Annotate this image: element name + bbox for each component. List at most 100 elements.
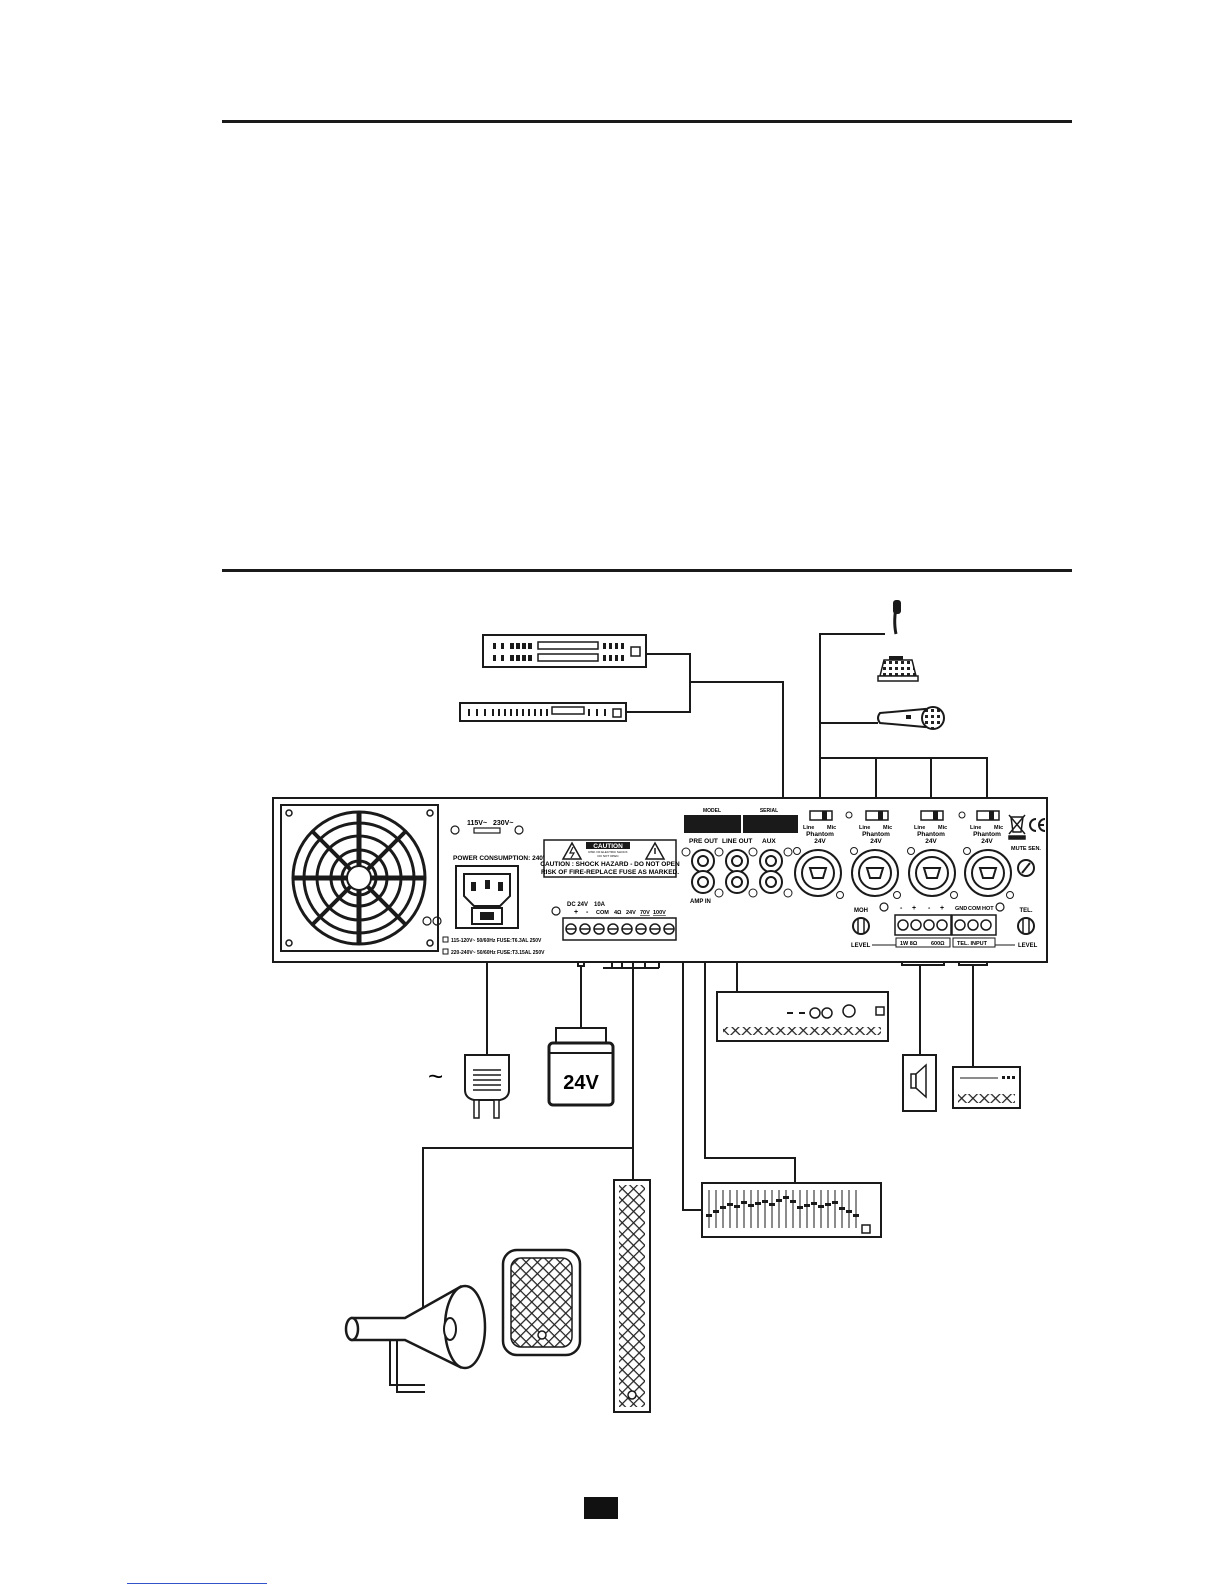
serial-label: SERIAL [760,808,778,814]
moh-label: MOH [854,908,868,914]
caution-subtitle-2: DO NOT OPEN [598,854,619,858]
phantom-label: Phantom [917,831,945,838]
input-channel-2: Line Mic Phantom 24V [850,810,901,899]
mute-sen-knob[interactable] [1017,859,1035,877]
line-mic-switch[interactable] [865,810,889,821]
moh-level-knob[interactable] [852,917,870,935]
page-number-box [584,1497,618,1519]
voltage-115-label: 115V~ [467,820,487,827]
phantom-label: Phantom [806,831,834,838]
screw-icon [514,825,524,835]
wall-speaker-icon [501,1248,582,1357]
switch-line-label: Line [803,825,814,831]
gnd-label: GND [955,906,967,912]
line-mic-switch[interactable] [976,810,1000,821]
dc-24v-label: DC 24V [567,902,588,908]
ce-mark-icon [1029,818,1046,832]
top-rule [222,120,1072,123]
serial-plate [743,815,798,833]
line-mic-switch[interactable] [920,810,944,821]
phantom-voltage-label: 24V [981,838,993,845]
dc-minus-label: - [586,909,589,916]
power-consumption-label: POWER CONSUMPTION: 240W [453,855,550,862]
moh-terminal-block[interactable] [894,914,952,936]
screw-icon [450,825,460,835]
moh-level-label: LEVEL [851,943,871,949]
phantom-voltage-label: 24V [870,838,882,845]
tel-level-knob[interactable] [1017,917,1035,935]
model-plate [684,815,741,833]
line-out-label: LINE OUT [722,838,752,845]
com-label: COM [968,906,981,912]
aux-label: AUX [762,838,776,845]
column-speaker-icon [613,1179,651,1413]
tel-level-label: LEVEL [1018,943,1038,949]
input-channel-1: Line Mic Phantom 24V [793,810,853,899]
100v-label: 100V [653,910,666,916]
switch-mic-label: Mic [883,825,892,831]
power-inlet-socket[interactable] [422,865,519,929]
amplifier-rear-panel: 115V~ 230V~ POWER CONSUMPTION: 240W 115-… [272,797,1048,963]
phantom-voltage-label: 24V [925,838,937,845]
section-rule [222,569,1072,572]
switch-mic-label: Mic [827,825,836,831]
tel-label: TEL. [1020,908,1033,914]
cd-player-device [459,702,627,722]
switch-mic-label: Mic [994,825,1003,831]
moh-speaker-icon [902,1054,937,1112]
70v-label: 70V [640,910,650,916]
phantom-label: Phantom [862,831,890,838]
phantom-voltage-label: 24V [814,838,826,845]
caution-line-1: CAUTION : SHOCK HAZARD - DO NOT OPEN [540,861,680,868]
hot-label: HOT [982,906,994,912]
caution-label: CAUTION RISK OF ELECTRIC SHOCK DO NOT OP… [540,839,680,878]
input-channel-3: Line Mic Phantom 24V [907,810,966,899]
amp-in-label: AMP IN [690,899,711,905]
4-ohm-label: 4Ω [614,910,622,916]
switch-line-label: Line [970,825,981,831]
power-supply-label: 24V [563,1072,599,1094]
voltage-230-label: 230V~ [493,820,513,827]
tel-terminal-block[interactable] [951,914,997,936]
horn-speaker-icon [344,1284,487,1393]
caution-line-2: RISK OF FIRE-REPLACE FUSE AS MARKED. [541,869,679,876]
graphic-equalizer-device [701,1182,882,1238]
phantom-label: Phantom [973,831,1001,838]
moh-minus-1: - [900,905,903,912]
pre-out-label: PRE OUT [689,838,718,845]
tuner-device [482,634,647,668]
speaker-terminal-block[interactable]: DC 24V 10A + - COM 4Ω 24V 70V 100V [551,902,677,941]
caution-title: CAUTION [593,843,623,850]
cassette-deck-device [716,991,889,1042]
moh-600ohm-label: 600Ω [931,941,945,947]
moh-1w-8ohm-label: 1W 8Ω [900,941,918,947]
input-channel-4: Line Mic Phantom 24V [963,810,1014,899]
cooling-fan-icon [280,804,439,952]
switch-line-label: Line [859,825,870,831]
10a-label: 10A [594,902,606,908]
voltage-selector-switch[interactable] [473,827,501,834]
model-label: MODEL [703,808,721,814]
mute-sen-label: MUTE SEN. [1011,846,1041,852]
switch-mic-label: Mic [938,825,947,831]
paging-microphone-icon [877,600,919,682]
dc-plus-label: + [574,909,578,916]
ac-symbol: ~ [428,1061,443,1091]
fuse-note-2: 220-240V~ 50/60Hz FUSE:T3.15AL 250V [451,950,545,956]
moh-plus-1: + [912,905,916,912]
line-mic-switch[interactable] [809,810,833,821]
dc-power-supply: 24V [547,1027,615,1107]
com-label: COM [596,910,609,916]
switch-line-label: Line [914,825,925,831]
caution-subtitle: RISK OF ELECTRIC SHOCK [588,850,627,854]
moh-plus-2: + [940,905,944,912]
tel-input-label: TEL. INPUT [957,941,988,947]
telephone-system-device [952,1066,1021,1109]
ac-power-plug-icon: ~ [428,1054,510,1119]
footer-link-underline [127,1583,267,1584]
moh-minus-2: - [928,905,931,912]
handheld-microphone-icon [877,706,945,730]
24v-label: 24V [626,910,636,916]
fuse-note-1: 115-120V~ 50/60Hz FUSE:T6.3AL 250V [451,938,542,944]
